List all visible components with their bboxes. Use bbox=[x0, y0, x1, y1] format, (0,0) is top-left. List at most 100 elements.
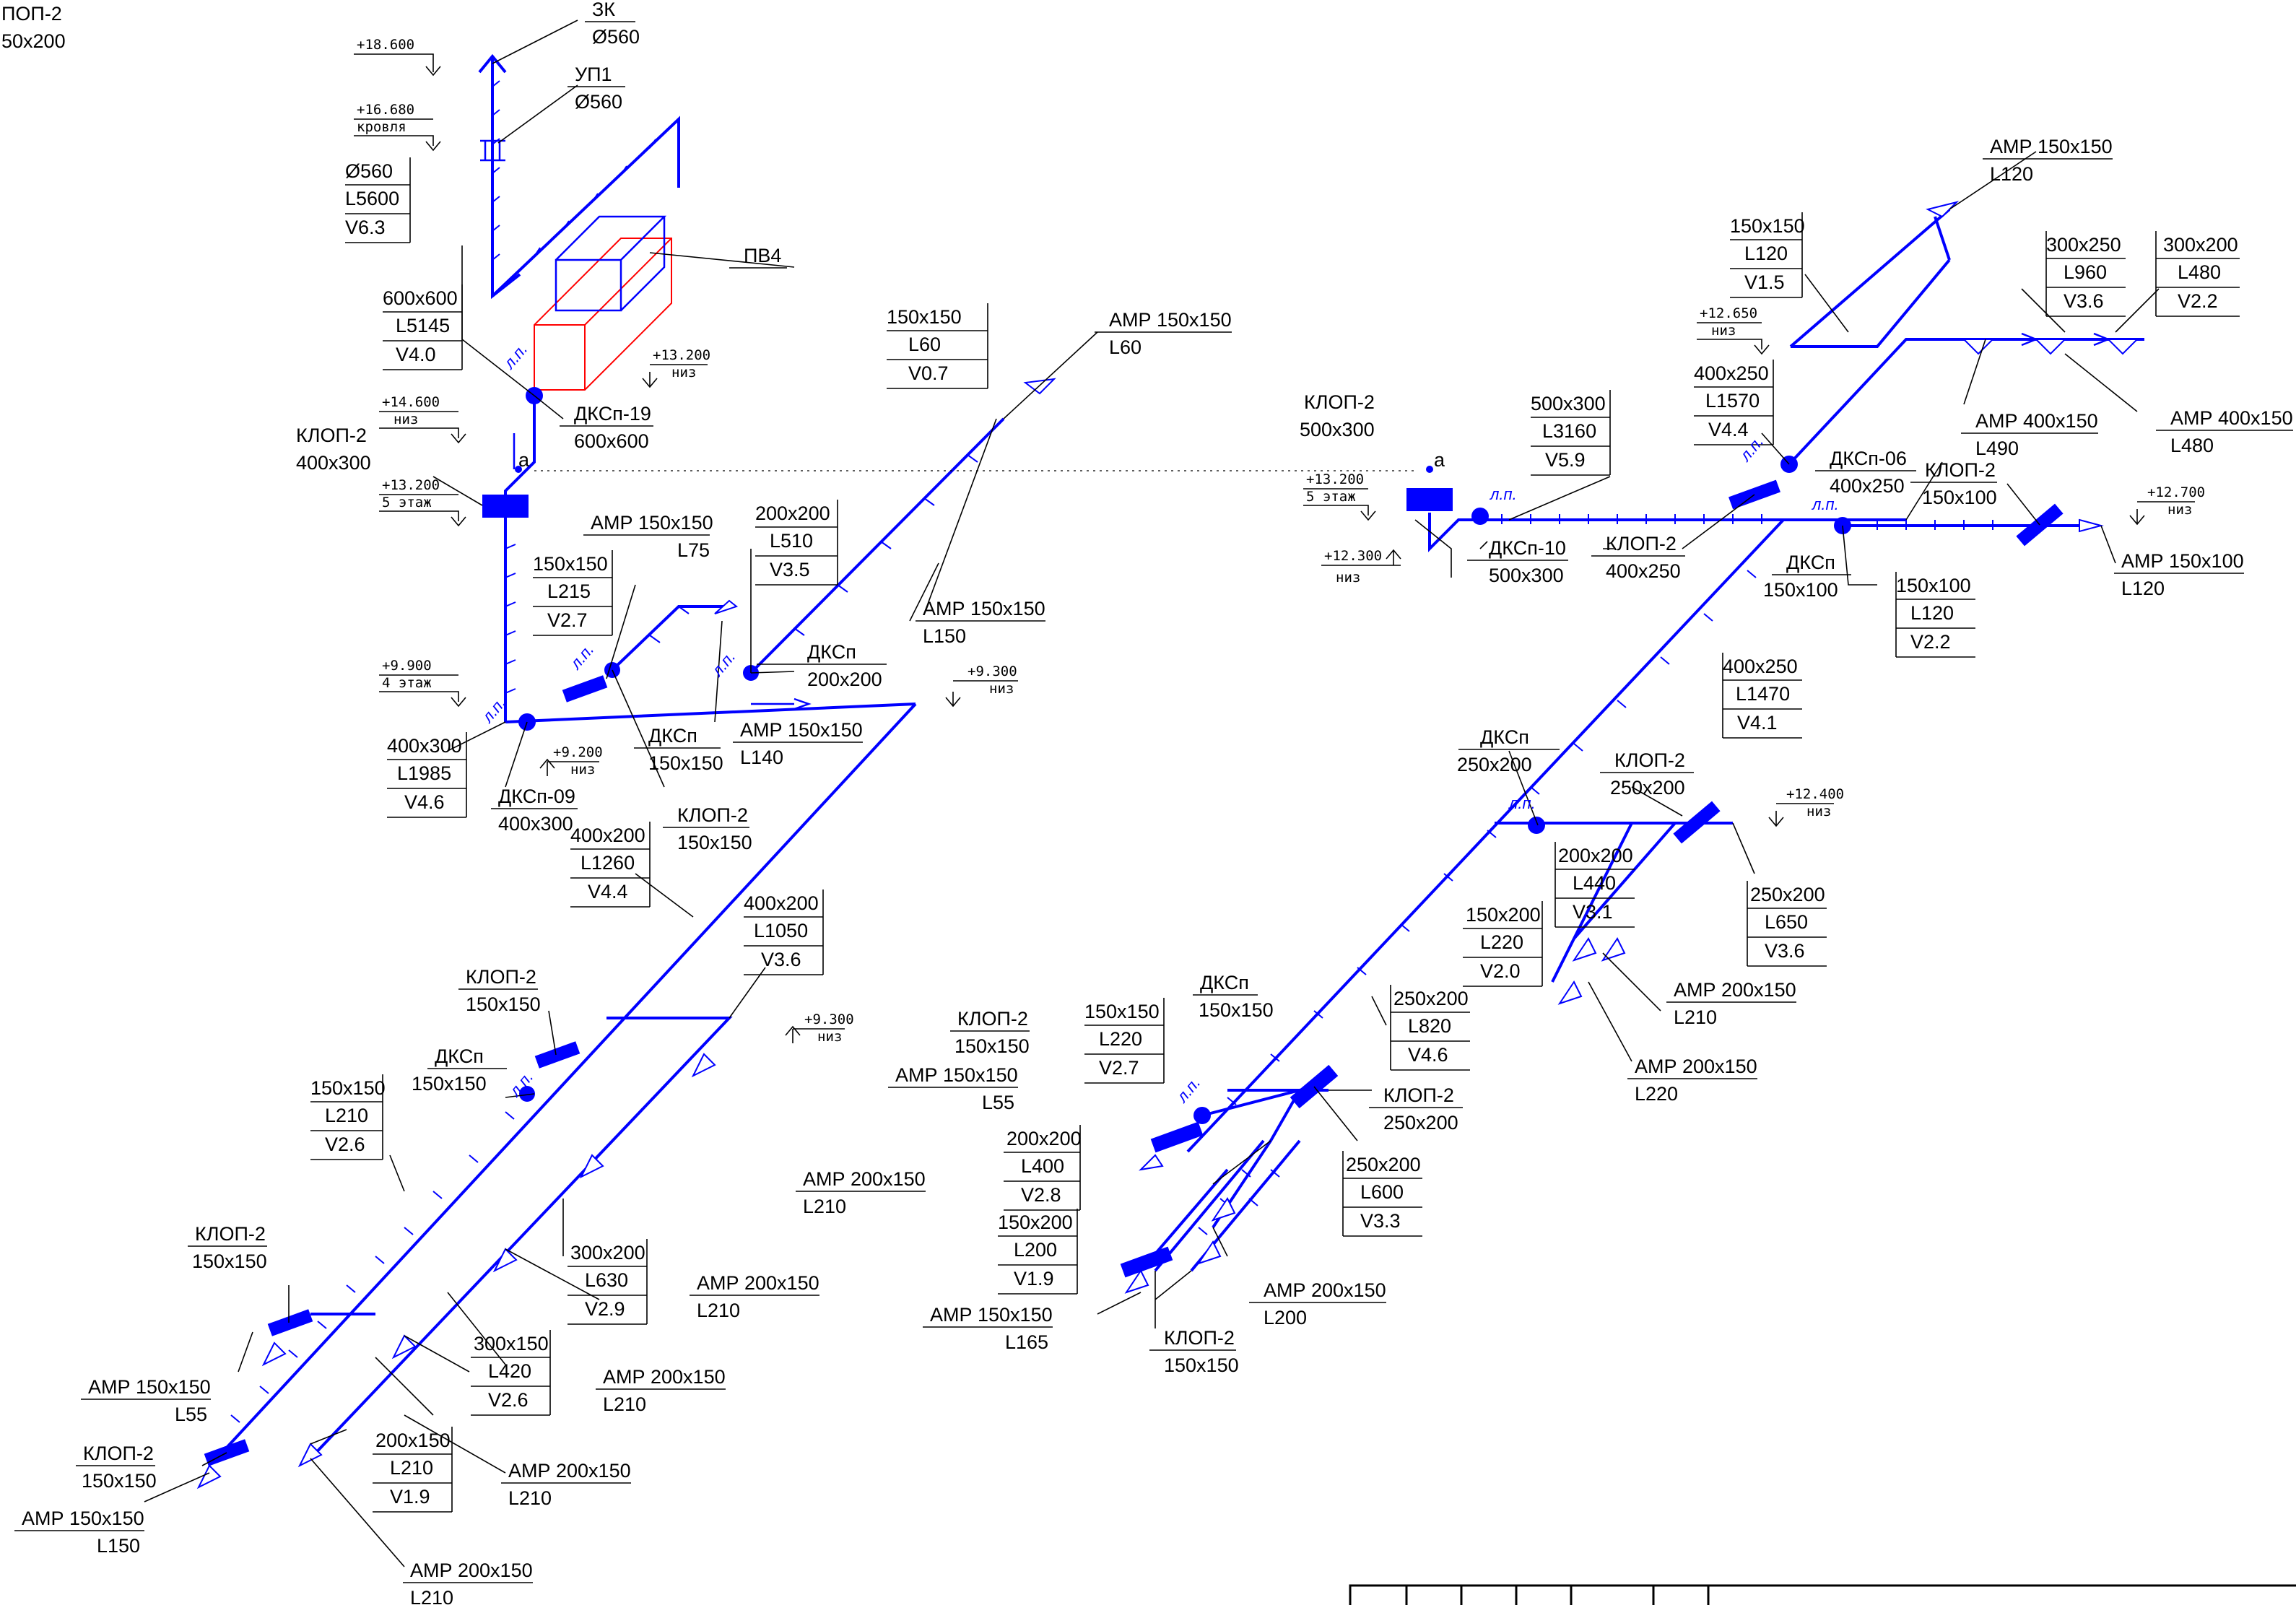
svg-text:250x200: 250x200 bbox=[1393, 988, 1469, 1009]
svg-text:АМР 200x150: АМР 200x150 bbox=[803, 1168, 926, 1190]
svg-text:400x250: 400x250 bbox=[1694, 362, 1769, 384]
svg-text:ДКСп-09: ДКСп-09 bbox=[498, 786, 575, 807]
svg-text:V2.7: V2.7 bbox=[547, 609, 588, 631]
elevation-marker: +12.400 низ bbox=[1768, 786, 1844, 827]
svg-text:L120: L120 bbox=[1910, 602, 1954, 624]
svg-text:400x250: 400x250 bbox=[1830, 475, 1905, 497]
stack-top-arrow bbox=[478, 53, 507, 74]
svg-text:200x200: 200x200 bbox=[1558, 845, 1633, 866]
callout: ДКСп 150x100 bbox=[1763, 552, 1851, 601]
svg-text:150x150: 150x150 bbox=[412, 1073, 487, 1095]
duct-table: 500x300 L3160 V5.9 bbox=[1531, 390, 1611, 476]
callout: ПВ4 bbox=[729, 245, 787, 269]
callout: АМР 400x150 L490 bbox=[1961, 410, 2098, 459]
svg-text:КЛОП-2: КЛОП-2 bbox=[83, 1443, 154, 1464]
svg-text:V2.9: V2.9 bbox=[585, 1298, 625, 1320]
svg-text:L490: L490 bbox=[1975, 438, 2019, 459]
elevation-marker: +16.680 кровля bbox=[354, 102, 441, 152]
svg-text:150x150: 150x150 bbox=[1084, 1001, 1160, 1022]
elevation-marker: +14.600 низ bbox=[379, 394, 466, 444]
elevation-marker: +12.650 низ bbox=[1697, 305, 1770, 355]
svg-text:+12.400: +12.400 bbox=[1786, 786, 1844, 802]
elevation-marker: +9.900 4 этаж bbox=[379, 658, 466, 708]
elevation-marker: +9.300 низ bbox=[945, 664, 1018, 708]
duct-table: 250x200 L600 V3.3 bbox=[1342, 1151, 1422, 1237]
duct-table: 150x150 L220 V2.7 bbox=[1084, 998, 1165, 1084]
svg-text:АМР 150x150: АМР 150x150 bbox=[923, 598, 1045, 619]
svg-text:V4.6: V4.6 bbox=[1408, 1044, 1448, 1066]
svg-text:150x100: 150x100 bbox=[1896, 575, 1971, 596]
svg-text:ДКСп-10: ДКСп-10 bbox=[1489, 537, 1566, 559]
svg-text:V0.7: V0.7 bbox=[908, 362, 949, 384]
svg-text:V4.0: V4.0 bbox=[396, 344, 436, 365]
svg-text:5 этаж: 5 этаж bbox=[1306, 489, 1356, 505]
callout: ДКСп 250x200 bbox=[1457, 726, 1560, 775]
svg-text:+13.200: +13.200 bbox=[653, 347, 710, 363]
svg-text:ДКСп: ДКСп bbox=[435, 1045, 484, 1067]
callout: АМР 200x150 L200 bbox=[1249, 1279, 1386, 1328]
svg-text:АМР 150x150: АМР 150x150 bbox=[740, 719, 863, 741]
svg-text:L150: L150 bbox=[923, 625, 966, 647]
duct-table: Ø560 L5600 V6.3 bbox=[345, 157, 411, 243]
svg-text:V3.5: V3.5 bbox=[770, 559, 810, 580]
upper-branch bbox=[1788, 338, 2144, 466]
callout: ДКСп 150x150 bbox=[412, 1045, 507, 1095]
svg-text:V2.2: V2.2 bbox=[1910, 631, 1951, 653]
callout: ДКСп 200x200 bbox=[757, 641, 887, 690]
svg-text:Ø560: Ø560 bbox=[345, 160, 393, 182]
svg-text:150x100: 150x100 bbox=[1763, 579, 1838, 601]
svg-text:+16.680: +16.680 bbox=[357, 102, 414, 118]
svg-text:V3.6: V3.6 bbox=[761, 949, 801, 970]
svg-text:400x300: 400x300 bbox=[498, 813, 573, 835]
damper-klop2-150 bbox=[562, 675, 608, 703]
corner-label: ПОП-2 bbox=[1, 3, 62, 25]
svg-text:+12.700: +12.700 bbox=[2147, 484, 2205, 500]
svg-text:L5145: L5145 bbox=[396, 315, 450, 336]
svg-text:+13.200: +13.200 bbox=[382, 477, 440, 493]
svg-text:КЛОП-2: КЛОП-2 bbox=[466, 966, 536, 988]
branch-floor4 bbox=[505, 703, 916, 723]
duct-table: 200x150 L210 V1.9 bbox=[373, 1427, 453, 1513]
elevation-marker: +12.300 низ bbox=[1321, 548, 1401, 586]
callout: АМР 200x150 L210 bbox=[796, 1168, 926, 1217]
svg-text:L630: L630 bbox=[585, 1269, 628, 1291]
duct-table: 150x150 L210 V2.6 bbox=[310, 1074, 386, 1160]
svg-text:V4.1: V4.1 bbox=[1737, 712, 1778, 734]
svg-text:L440: L440 bbox=[1573, 872, 1616, 894]
elevation-marker: +13.200 5 этаж bbox=[379, 477, 466, 527]
svg-text:низ: низ bbox=[1711, 323, 1736, 339]
svg-text:V1.5: V1.5 bbox=[1744, 271, 1785, 293]
main-500x300 bbox=[1428, 513, 1906, 552]
svg-text:400x300: 400x300 bbox=[387, 735, 462, 757]
svg-text:L120: L120 bbox=[2121, 578, 2165, 599]
svg-text:150x150: 150x150 bbox=[1730, 215, 1805, 237]
callout: АМР 150x150 L150 bbox=[916, 598, 1045, 647]
elevation-marker: +13.200 низ bbox=[642, 347, 710, 388]
svg-text:300x200: 300x200 bbox=[2163, 234, 2238, 256]
svg-text:V2.6: V2.6 bbox=[488, 1389, 529, 1411]
svg-text:L480: L480 bbox=[2178, 261, 2221, 283]
svg-text:Ø560: Ø560 bbox=[592, 26, 640, 48]
svg-text:L60: L60 bbox=[1109, 336, 1142, 358]
svg-text:200x200: 200x200 bbox=[807, 669, 882, 690]
svg-text:ПВ4: ПВ4 bbox=[744, 245, 781, 266]
svg-text:L140: L140 bbox=[740, 747, 783, 768]
callout: АМР 200x150 L210 bbox=[596, 1366, 726, 1415]
svg-text:L420: L420 bbox=[488, 1360, 531, 1382]
exhaust-stack bbox=[491, 56, 521, 300]
duct-table: 200x200 L440 V3.1 bbox=[1554, 842, 1635, 928]
callout: АМР 200x150 L210 bbox=[690, 1272, 819, 1321]
svg-text:150x150: 150x150 bbox=[1164, 1354, 1239, 1376]
svg-text:300x150: 300x150 bbox=[474, 1333, 549, 1354]
svg-text:КЛОП-2: КЛОП-2 bbox=[195, 1223, 266, 1245]
elevation-marker: +9.300 низ bbox=[785, 1012, 854, 1045]
svg-text:ДКСп-19: ДКСп-19 bbox=[574, 403, 651, 425]
svg-text:АМР 150x150: АМР 150x150 bbox=[22, 1508, 144, 1529]
callout: ДКСп 150x150 bbox=[634, 725, 723, 774]
svg-text:КЛОП-2: КЛОП-2 bbox=[296, 425, 367, 446]
callout: ЗК Ø560 bbox=[585, 0, 640, 48]
duct-table: 250x200 L650 V3.6 bbox=[1747, 881, 1827, 967]
svg-text:+12.300: +12.300 bbox=[1324, 548, 1382, 564]
callout: КЛОП-2 400x250 bbox=[1591, 533, 1685, 582]
svg-text:АМР 200x150: АМР 200x150 bbox=[1635, 1056, 1757, 1077]
